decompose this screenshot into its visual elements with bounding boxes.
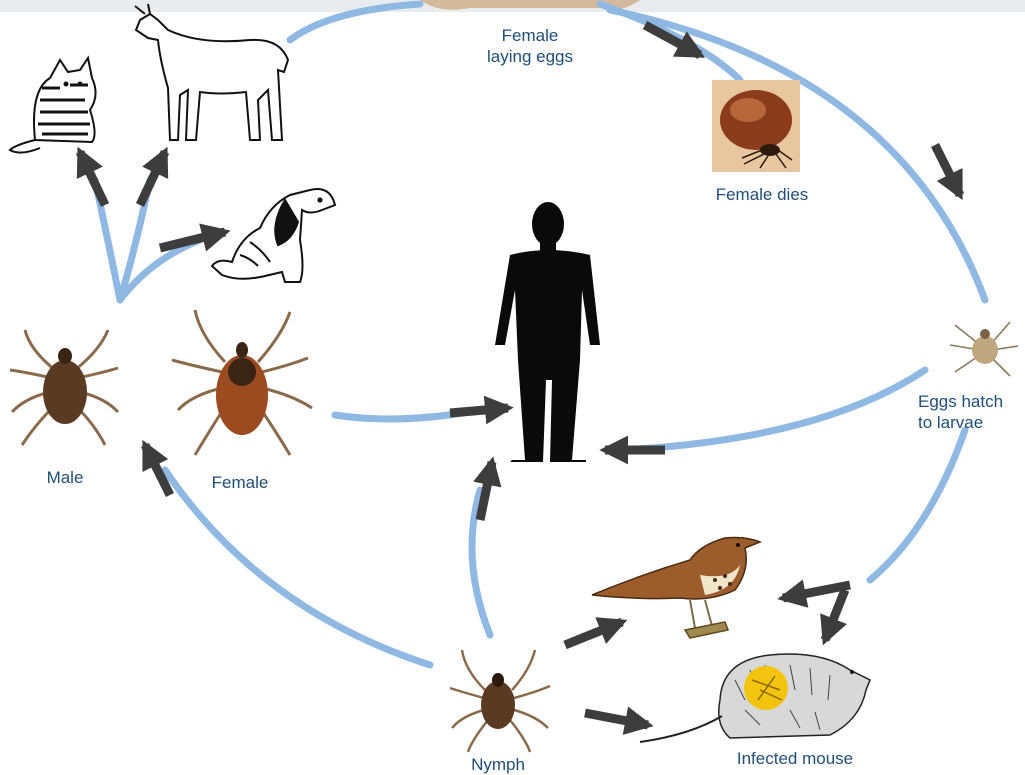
dog-drawing [212, 189, 335, 282]
engorged-tick-photo [712, 80, 800, 172]
arrow-adults-to-human [450, 408, 508, 413]
label-eggs-hatch: Eggs hatch to larvae [918, 391, 1025, 433]
arrow-to-deer [140, 152, 165, 205]
human-silhouette [495, 202, 600, 462]
label-infected-mouse: Infected mouse [705, 748, 885, 769]
mouse-drawing [640, 654, 870, 742]
arrow-nymph-to-bird [565, 622, 622, 645]
label-male: Male [30, 467, 100, 488]
arrow-to-mouse [825, 590, 845, 640]
arrow-nymph-to-mouse [585, 713, 648, 725]
label-female: Female [195, 472, 285, 493]
larva-tick [950, 322, 1018, 376]
deer-drawing [135, 4, 288, 140]
cat-drawing [10, 58, 96, 153]
label-female-laying-eggs: Female laying eggs [470, 25, 590, 67]
male-tick [10, 330, 118, 445]
arrow-nymph-to-human [480, 462, 492, 520]
cycle-line-nymph-to-adults [165, 470, 430, 665]
female-tick [172, 310, 312, 455]
label-nymph: Nymph [448, 754, 548, 775]
arrow-to-larvae [935, 145, 960, 195]
arrow-to-cat [80, 152, 105, 205]
label-female-dies: Female dies [692, 184, 832, 205]
cycle-line-larvae-to-human [620, 370, 925, 450]
cycle-line-larvae-to-hosts [870, 430, 965, 580]
nymph-tick [450, 650, 550, 752]
